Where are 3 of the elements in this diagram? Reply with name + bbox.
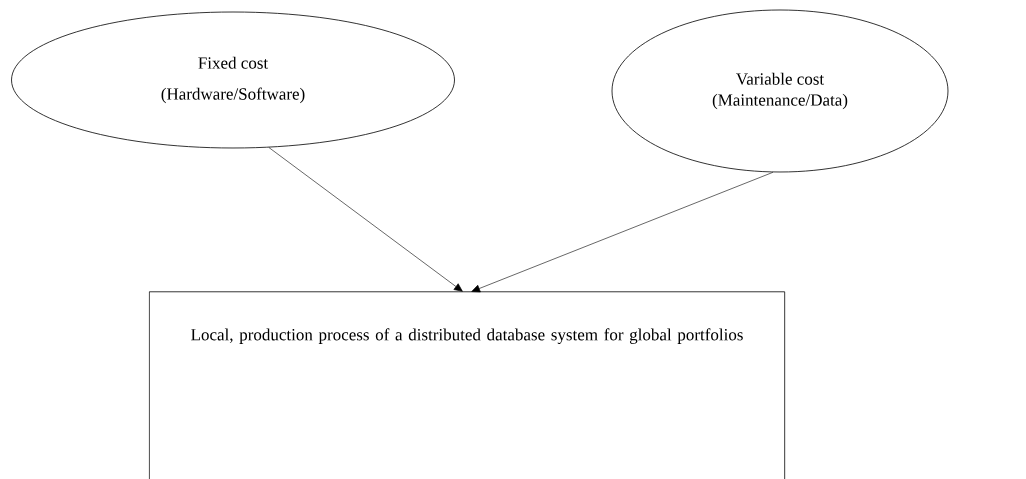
arrow	[268, 147, 463, 292]
process-box: Local, production process of a distributed database system for global portfolios	[148, 291, 786, 479]
arrow	[471, 172, 774, 293]
